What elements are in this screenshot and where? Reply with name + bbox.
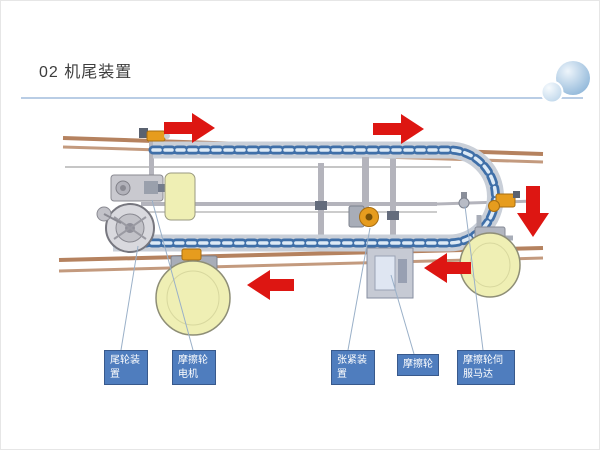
- gearbox: [144, 181, 158, 194]
- page-title: 02 机尾装置: [39, 64, 133, 81]
- hanger-clip-2: [387, 211, 399, 220]
- leader-tension: [347, 227, 371, 351]
- servo-connector: [513, 191, 520, 198]
- hanger-post-2: [390, 153, 396, 289]
- tail-wheel-assembly: [96, 128, 196, 253]
- leader-friction-wheel: [390, 274, 415, 355]
- gearbox-flange: [158, 184, 168, 192]
- guide-block: [164, 172, 196, 221]
- leader-friction-motor: [151, 199, 194, 351]
- logo-circles: [540, 61, 590, 104]
- logo-small-circle: [540, 80, 564, 104]
- rail-clamp-top: [146, 130, 166, 142]
- flow-arrow-down: [517, 186, 549, 237]
- callout-friction-wheel-motor: 摩擦轮电机: [172, 350, 216, 385]
- callout-friction-wheel: 摩擦轮: [397, 354, 439, 376]
- rail-bottom-1: [58, 246, 544, 262]
- callout-friction-wheel-servo: 摩擦轮伺服马达: [457, 350, 515, 385]
- leader-tail-wheel: [120, 245, 139, 351]
- friction-wheel-face: [374, 255, 396, 291]
- callout-tension-device: 张紧装置: [331, 350, 375, 385]
- wheel-clamp-handle: [181, 248, 202, 261]
- callout-tail-wheel-device: 尾轮装置: [104, 350, 148, 385]
- chain-link-holes: [111, 148, 498, 245]
- tail-wheel-spoke-2: [113, 216, 147, 240]
- flow-arrow-left-1: [424, 253, 471, 283]
- friction-wheel-housing: [366, 247, 414, 299]
- idler-arm: [103, 213, 122, 224]
- flow-arrow-right-2: [373, 114, 424, 144]
- callout-lines: [120, 199, 484, 355]
- motor-shaft: [120, 185, 126, 191]
- rail-clamp-roller: [164, 133, 170, 139]
- hanger-post-1: [318, 163, 324, 235]
- title-divider: [21, 97, 583, 99]
- rail-valve: [458, 197, 470, 209]
- support-wheel-left-groove: [166, 270, 220, 326]
- rail-valve-stem: [461, 192, 467, 200]
- tension-device: [348, 157, 379, 228]
- servo-motor-shaft: [488, 200, 500, 212]
- flow-arrow-right-1: [164, 113, 215, 143]
- support-wheels: [155, 232, 521, 336]
- tension-gear-hub: [365, 213, 373, 221]
- hanger-post-left: [149, 131, 154, 179]
- frame-beam-right: [436, 199, 536, 206]
- flow-arrows: [164, 113, 549, 300]
- hanger-clip-1: [315, 201, 327, 210]
- leader-friction-servo: [464, 205, 484, 351]
- tension-post: [362, 157, 369, 209]
- friction-wheel-side: [398, 259, 407, 283]
- rail-clamp-block: [139, 128, 148, 138]
- logo-big-circle: [556, 61, 590, 95]
- flow-arrow-left-2: [247, 270, 294, 300]
